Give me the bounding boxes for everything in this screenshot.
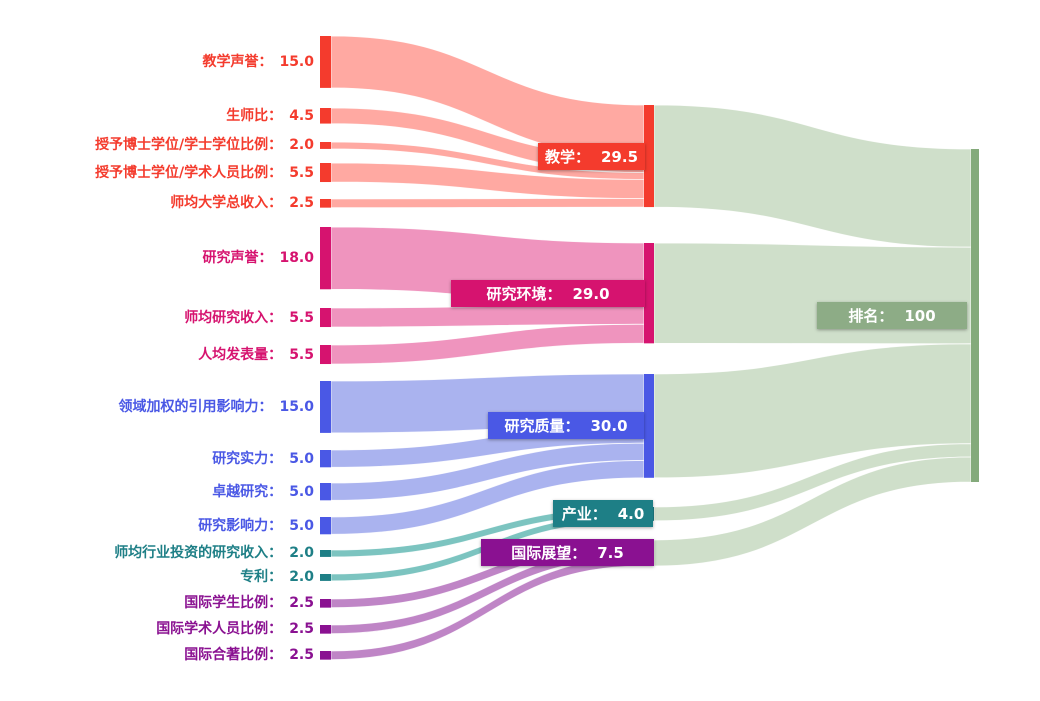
node-label-research-influence: 研究影响力： 5.0 <box>0 515 314 537</box>
node-label-text: 研究质量： <box>504 417 580 435</box>
sankey-node-doctorate-staff-ratio[interactable] <box>320 163 331 183</box>
node-label-value: 30.0 <box>590 416 628 435</box>
sankey-link-research-productivity-to-research-environment[interactable] <box>330 323 645 365</box>
node-label-text: 人均发表量： <box>198 347 283 363</box>
node-label-international-outlook: 国际展望： 7.5 <box>481 539 654 566</box>
sankey-node-research-strength[interactable] <box>320 450 331 468</box>
node-label-text: 师均大学总收入： <box>170 195 283 211</box>
node-label-text: 国际展望： <box>511 544 587 562</box>
node-label-industry: 产业： 4.0 <box>553 500 653 527</box>
node-label-value: 5.5 <box>289 165 314 181</box>
node-label-value: 5.0 <box>289 518 314 534</box>
node-label-value: 2.0 <box>289 545 314 561</box>
sankey-node-international-staff[interactable] <box>320 625 331 634</box>
node-label-value: 29.0 <box>572 284 610 303</box>
node-label-value: 29.5 <box>601 147 639 166</box>
node-label-value: 5.5 <box>289 310 314 326</box>
node-label-international-coauthor: 国际合著比例： 2.5 <box>0 644 314 666</box>
node-label-text: 授予博士学位/学士学位比例： <box>95 137 283 153</box>
sankey-node-research-quality[interactable] <box>644 374 654 478</box>
node-label-text: 研究实力： <box>212 451 283 467</box>
node-label-text: 研究声誉： <box>202 250 273 266</box>
node-label-value: 15.0 <box>279 54 314 70</box>
node-label-value: 2.0 <box>289 137 314 153</box>
node-label-text: 生师比： <box>226 108 283 124</box>
node-label-institutional-income: 师均大学总收入： 2.5 <box>0 192 314 214</box>
node-label-industry-income: 师均行业投资的研究收入： 2.0 <box>0 542 314 564</box>
node-label-text: 产业： <box>561 505 607 523</box>
node-label-value: 2.0 <box>289 569 314 585</box>
sankey-node-citation-impact[interactable] <box>320 381 331 433</box>
sankey-node-patents[interactable] <box>320 574 331 581</box>
node-label-text: 专利： <box>240 569 283 585</box>
node-label-text: 领域加权的引用影响力： <box>118 399 273 415</box>
sankey-node-doctorate-bachelor-ratio[interactable] <box>320 142 331 149</box>
sankey-node-teaching-reputation[interactable] <box>320 36 331 88</box>
node-label-text: 授予博士学位/学术人员比例： <box>95 165 283 181</box>
node-label-international-staff: 国际学术人员比例： 2.5 <box>0 618 314 640</box>
node-label-doctorate-bachelor-ratio: 授予博士学位/学士学位比例： 2.0 <box>0 134 314 156</box>
node-label-citation-impact: 领域加权的引用影响力： 15.0 <box>0 396 314 418</box>
sankey-node-research-excellence[interactable] <box>320 483 331 501</box>
node-label-patents: 专利： 2.0 <box>0 566 314 588</box>
node-label-value: 2.5 <box>289 621 314 637</box>
node-label-research-environment: 研究环境： 29.0 <box>451 280 645 307</box>
node-label-text: 卓越研究： <box>212 484 283 500</box>
node-label-value: 5.5 <box>289 347 314 363</box>
node-label-teaching-reputation: 教学声誉： 15.0 <box>0 51 314 73</box>
node-label-text: 研究影响力： <box>198 518 283 534</box>
sankey-node-research-income[interactable] <box>320 308 331 328</box>
node-label-value: 18.0 <box>279 250 314 266</box>
node-label-text: 研究环境： <box>486 285 562 303</box>
node-label-teaching: 教学： 29.5 <box>538 143 645 170</box>
sankey-node-research-productivity[interactable] <box>320 345 331 365</box>
node-label-text: 排名： <box>848 307 894 325</box>
node-label-research-quality: 研究质量： 30.0 <box>488 412 644 439</box>
sankey-node-industry-income[interactable] <box>320 550 331 557</box>
sankey-link-teaching-to-rank[interactable] <box>653 104 972 248</box>
node-label-value: 4.0 <box>617 504 645 523</box>
node-label-research-excellence: 卓越研究： 5.0 <box>0 481 314 503</box>
sankey-node-research-reputation[interactable] <box>320 227 331 290</box>
node-label-rank: 排名： 100 <box>817 302 967 329</box>
node-label-research-strength: 研究实力： 5.0 <box>0 448 314 470</box>
sankey-node-research-influence[interactable] <box>320 517 331 535</box>
node-label-value: 2.5 <box>289 647 314 663</box>
node-label-text: 国际合著比例： <box>184 647 283 663</box>
node-label-text: 师均研究收入： <box>184 310 283 326</box>
sankey-node-student-staff-ratio[interactable] <box>320 108 331 124</box>
sankey-node-institutional-income[interactable] <box>320 199 331 208</box>
node-label-value: 2.5 <box>289 595 314 611</box>
node-label-value: 15.0 <box>279 399 314 415</box>
sankey-node-international-students[interactable] <box>320 599 331 608</box>
node-label-value: 5.0 <box>289 451 314 467</box>
node-label-text: 师均行业投资的研究收入： <box>114 545 283 561</box>
node-label-value: 100 <box>904 306 936 325</box>
node-label-international-students: 国际学生比例： 2.5 <box>0 592 314 614</box>
sankey-link-research-income-to-research-environment[interactable] <box>330 304 645 328</box>
node-label-value: 5.0 <box>289 484 314 500</box>
sankey-node-teaching[interactable] <box>644 105 654 208</box>
node-label-doctorate-staff-ratio: 授予博士学位/学术人员比例： 5.5 <box>0 162 314 184</box>
node-label-value: 7.5 <box>597 543 624 562</box>
sankey-node-international-coauthor[interactable] <box>320 651 331 660</box>
sankey-link-international-outlook-to-rank[interactable] <box>653 456 972 567</box>
node-label-student-staff-ratio: 生师比： 4.5 <box>0 105 314 127</box>
node-label-text: 教学： <box>544 148 590 166</box>
sankey-node-rank[interactable] <box>971 149 979 482</box>
node-label-text: 国际学术人员比例： <box>156 621 283 637</box>
node-label-value: 2.5 <box>289 195 314 211</box>
sankey-link-institutional-income-to-teaching[interactable] <box>330 197 645 209</box>
node-label-text: 国际学生比例： <box>184 595 283 611</box>
node-label-research-productivity: 人均发表量： 5.5 <box>0 344 314 366</box>
node-label-research-income: 师均研究收入： 5.5 <box>0 307 314 329</box>
node-label-value: 4.5 <box>289 108 314 124</box>
sankey-node-research-environment[interactable] <box>644 243 654 344</box>
node-label-research-reputation: 研究声誉： 18.0 <box>0 247 314 269</box>
node-label-text: 教学声誉： <box>202 54 273 70</box>
